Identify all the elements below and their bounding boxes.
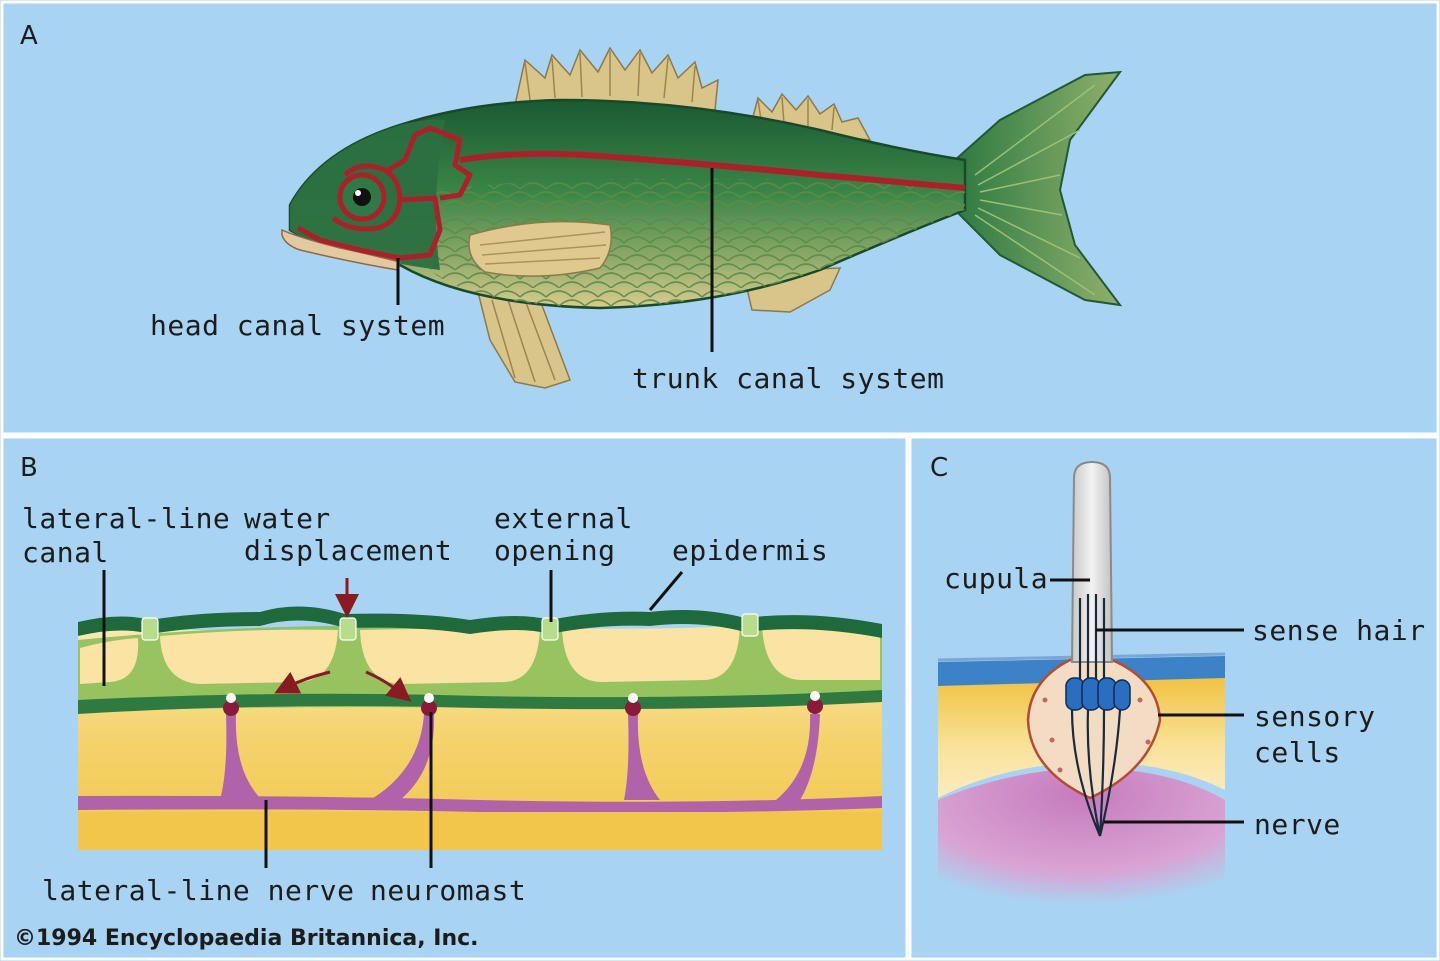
sensory-cells-label-1: sensory (1254, 700, 1376, 733)
canal-chambers (80, 625, 880, 684)
sensory-cells (1065, 677, 1131, 711)
nerve-fibers (1070, 709, 1122, 837)
panel-b-letter: B (20, 453, 38, 483)
neuromasts (223, 691, 823, 716)
trunk-canal-system-label: trunk canal system (632, 362, 944, 395)
fish-scales (430, 178, 965, 308)
lateral-line-nerve-band (78, 795, 882, 813)
nerve-tissue (938, 768, 1225, 905)
lateral-line-canal-label-2: canal (22, 536, 109, 569)
fish-mouth (281, 228, 401, 271)
water-displacement-label-1: water (244, 502, 331, 535)
external-opening-label-1: external (494, 502, 633, 535)
water-flow-arrows (274, 578, 412, 702)
lateral-line-canal-label-1: lateral-line (22, 502, 230, 535)
panel-a-letter: A (20, 21, 38, 51)
epidermis-label: epidermis (672, 534, 828, 567)
nerve-branches (220, 714, 820, 800)
sense-hairs (1078, 594, 1106, 680)
canal-floor (78, 690, 882, 714)
epidermis-leader (648, 571, 684, 611)
pectoral-fin (468, 220, 612, 277)
nerve-label: nerve (1254, 808, 1341, 841)
sense-hair-label: sense hair (1252, 614, 1426, 647)
tail-rays (974, 84, 1096, 296)
trunk-canal-line (459, 150, 966, 191)
epidermis-layer (78, 606, 882, 638)
tail-fin (954, 70, 1123, 307)
panel-c-letter: C (930, 453, 948, 483)
cupula-label: cupula (944, 562, 1048, 595)
dorsal-fin-front (514, 46, 719, 111)
neuromast-label: neuromast (370, 874, 526, 907)
sensory-cells-label-2: cells (1254, 736, 1341, 769)
water-displacement-label-2: displacement (244, 534, 452, 567)
cell-dots (1042, 697, 1151, 773)
canal-cross-section (78, 578, 882, 850)
head-canal-system-label: head canal system (150, 309, 445, 342)
cupula-shape (1070, 460, 1114, 663)
lateral-line-nerve-label: lateral-line nerve (42, 874, 354, 907)
copyright-notice: ©1994 Encyclopaedia Britannica, Inc. (14, 926, 479, 951)
fish-illustration (281, 46, 1123, 389)
head-canal-lines (296, 125, 473, 261)
external-opening-label-2: opening (494, 534, 616, 567)
external-openings (141, 613, 759, 641)
neuromast-detail (937, 460, 1226, 905)
